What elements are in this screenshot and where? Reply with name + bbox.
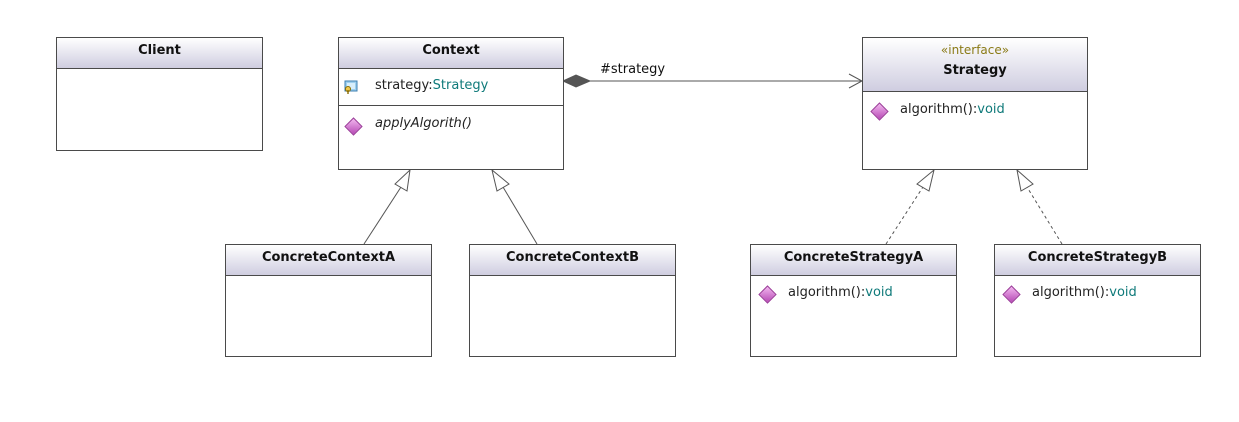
generalization-context-b: [491, 168, 538, 245]
association-label: #strategy: [600, 62, 666, 77]
composition-diamond: [561, 74, 592, 88]
attribute-name: strategy: [375, 78, 429, 93]
operation-separator: :: [860, 285, 866, 300]
realization-strategy-b: [1016, 168, 1063, 245]
generalization-arrowhead: [491, 168, 510, 192]
realization-strategy-a: [885, 168, 935, 245]
operation-name: algorithm(): [1032, 285, 1105, 300]
class-name: ConcreteContextA: [226, 245, 431, 276]
operation-name: algorithm(): [900, 102, 973, 117]
generalization-context-a: [363, 168, 411, 245]
attribute-separator: :: [428, 78, 433, 93]
operation-public-icon: [758, 285, 777, 304]
class-name: Client: [57, 38, 262, 69]
operation-public-icon: [1002, 285, 1021, 304]
stereotype: «interface»: [940, 43, 1010, 57]
class-concrete-strategy-b[interactable]: ConcreteStrategyB algorithm():void: [994, 244, 1201, 357]
generalization-arrowhead: [394, 168, 411, 192]
class-client[interactable]: Client: [56, 37, 263, 151]
attributes-compartment: strategy:Strategy: [339, 69, 563, 106]
attribute-protected-icon: [344, 80, 358, 94]
class-concrete-context-a[interactable]: ConcreteContextA: [225, 244, 432, 357]
operation-public-icon: [344, 117, 363, 136]
operation-name: algorithm(): [788, 285, 861, 300]
operation-public-icon: [870, 102, 889, 121]
class-name: ConcreteStrategyB: [995, 245, 1200, 276]
operation-return-type: void: [977, 102, 1005, 117]
operation-return-type: void: [1109, 285, 1137, 300]
operations-compartment: applyAlgorith(): [339, 106, 563, 166]
operation-return-type: void: [865, 285, 893, 300]
class-name: Strategy: [943, 63, 1007, 78]
interface-header: «interface» Strategy: [863, 38, 1087, 92]
class-concrete-context-b[interactable]: ConcreteContextB: [469, 244, 676, 357]
class-name: ConcreteContextB: [470, 245, 675, 276]
class-name: Context: [339, 38, 563, 69]
attribute-strategy[interactable]: strategy:Strategy: [375, 78, 488, 93]
operations-compartment: algorithm():void: [863, 92, 1087, 168]
class-concrete-strategy-a[interactable]: ConcreteStrategyA algorithm():void: [750, 244, 957, 357]
operation-algorithm[interactable]: algorithm():void: [1032, 285, 1137, 300]
operation-algorithm[interactable]: algorithm():void: [788, 285, 893, 300]
operation-separator: :: [1104, 285, 1110, 300]
class-name: ConcreteStrategyA: [751, 245, 956, 276]
attribute-type: Strategy: [432, 78, 489, 93]
composition-association: [561, 73, 864, 89]
operation-separator: :: [972, 102, 978, 117]
realization-arrowhead: [916, 168, 935, 192]
operation-apply-algorith[interactable]: applyAlgorith(): [375, 116, 472, 131]
class-context[interactable]: Context strategy:Strategy applyAlgorith(…: [338, 37, 564, 170]
operation-algorithm[interactable]: algorithm():void: [900, 102, 1005, 117]
realization-arrowhead: [1016, 168, 1034, 192]
interface-strategy[interactable]: «interface» Strategy algorithm():void: [862, 37, 1088, 170]
operations-compartment: algorithm():void: [751, 276, 956, 356]
operations-compartment: algorithm():void: [995, 276, 1200, 356]
